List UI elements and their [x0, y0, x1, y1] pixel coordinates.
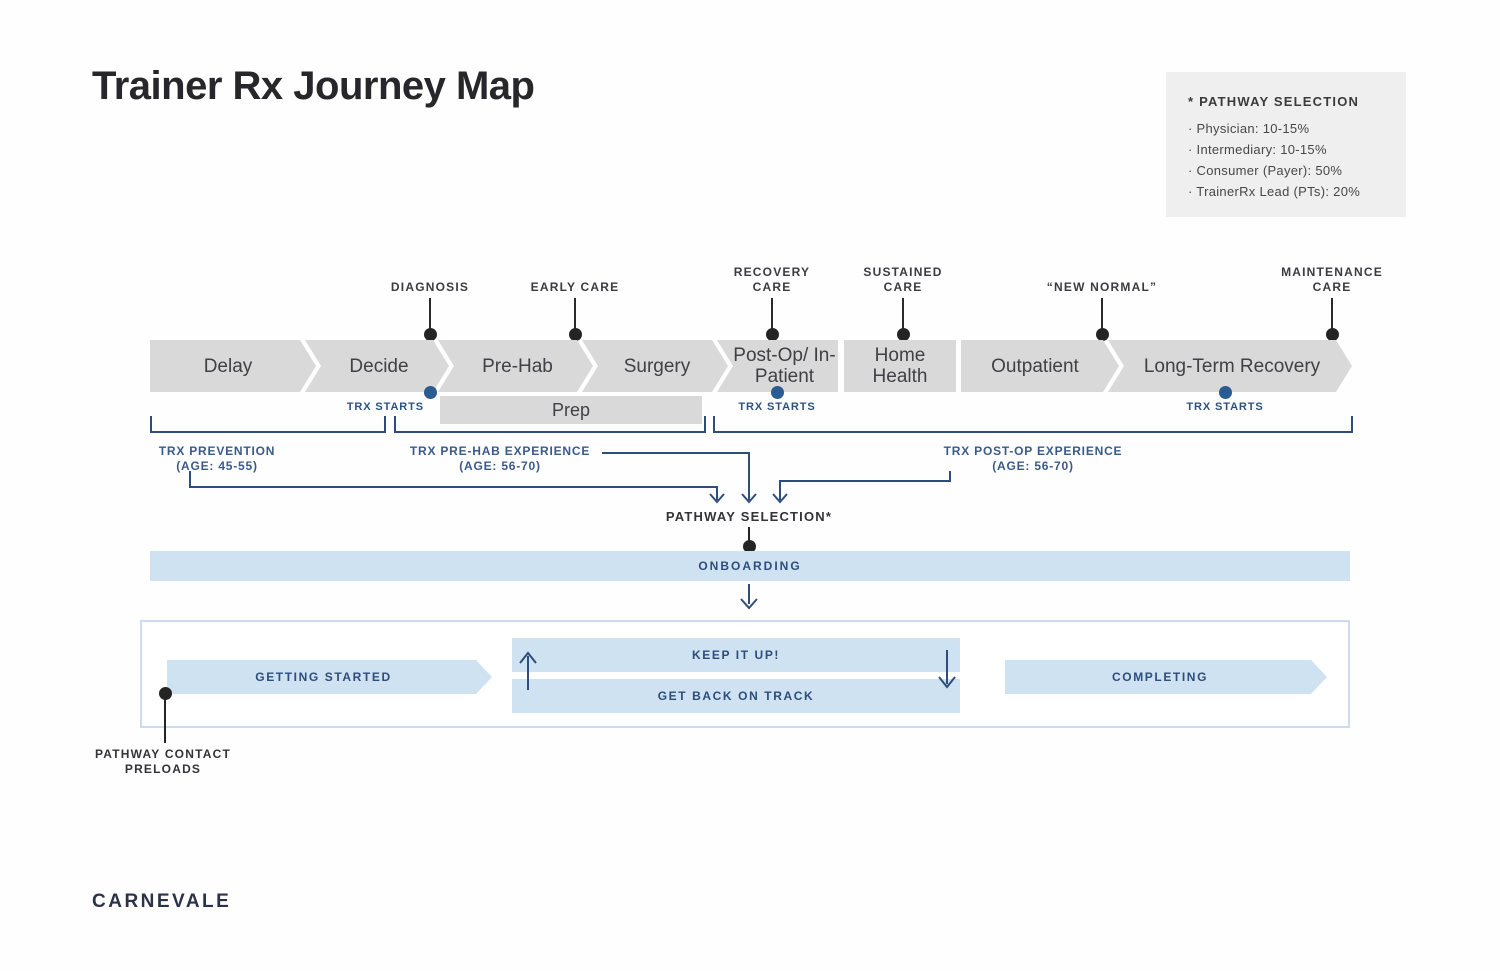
preloads-dot — [159, 687, 172, 700]
preloads-stem — [164, 697, 166, 743]
phase-trx-prevention: TRX PREVENTION (AGE: 45-55) — [117, 444, 317, 474]
callout-stem — [1101, 298, 1103, 330]
callout-new-normal: “NEW NORMAL” — [1022, 256, 1182, 341]
pathway-selection-label: PATHWAY SELECTION* — [665, 509, 833, 524]
callout-stem — [771, 298, 773, 330]
getting-started-arrow: GETTING STARTED — [167, 660, 492, 694]
callout-stem — [1331, 298, 1333, 330]
callout-label: MAINTENANCE CARE — [1281, 265, 1383, 294]
phase-age: (AGE: 56-70) — [992, 459, 1074, 473]
onboarding-bar: ONBOARDING — [150, 551, 1350, 581]
callout-maintenance-care: MAINTENANCE CARE — [1262, 256, 1402, 341]
trx-start-dot — [424, 386, 437, 399]
stage-pre-hab: Pre-Hab — [438, 340, 593, 392]
bracket-trx-post-op — [713, 416, 1353, 433]
pathway-selection-stem — [748, 527, 750, 542]
callout-label: EARLY CARE — [530, 280, 620, 294]
callout-stem — [902, 298, 904, 330]
callout-label: RECOVERY CARE — [733, 265, 811, 294]
stage-outpatient: Outpatient — [961, 340, 1119, 392]
stage-decide: Decide — [305, 340, 449, 392]
callout-dot — [896, 328, 910, 341]
trx-starts-label: TRX STARTS — [1186, 401, 1264, 413]
pathway-selection-legend: * PATHWAY SELECTION · Physician: 10-15% … — [1166, 72, 1406, 217]
phase-name: TRX POST-OP EXPERIENCE — [943, 444, 1123, 458]
callout-recovery-care: RECOVERY CARE — [717, 256, 827, 341]
phase-trx-post-op: TRX POST-OP EXPERIENCE (AGE: 56-70) — [903, 444, 1163, 474]
pathway-selection-dot — [743, 540, 756, 553]
trx-start-dot — [771, 386, 784, 399]
legend-item-physician: · Physician: 10-15% — [1188, 121, 1310, 136]
legend-item-intermediary: · Intermediary: 10-15% — [1188, 142, 1327, 157]
phase-age: (AGE: 56-70) — [459, 459, 541, 473]
carnevale-logo: CARNEVALE — [92, 891, 232, 912]
callout-diagnosis: DIAGNOSIS — [355, 256, 505, 341]
phase-name: TRX PREVENTION — [158, 444, 276, 458]
callout-label: DIAGNOSIS — [390, 280, 470, 294]
down-arrow-icon — [938, 650, 956, 689]
keep-it-up-bar: KEEP IT UP! — [512, 638, 960, 672]
callout-dot — [1325, 328, 1339, 341]
phase-trx-pre-hab: TRX PRE-HAB EXPERIENCE (AGE: 56-70) — [370, 444, 630, 474]
trx-start-dot — [1219, 386, 1232, 399]
callout-stem — [429, 298, 431, 330]
callout-early-care: EARLY CARE — [528, 256, 622, 341]
callout-sustained-care: SUSTAINED CARE — [848, 256, 958, 341]
callout-label: SUSTAINED CARE — [863, 265, 943, 294]
completing-arrow: COMPLETING — [1005, 660, 1327, 694]
preloads-label: PATHWAY CONTACT PRELOADS — [94, 747, 231, 776]
pathway-connector-lines — [189, 452, 951, 504]
up-arrow-icon — [519, 651, 537, 690]
phase-age: (AGE: 45-55) — [176, 459, 258, 473]
callout-dot — [1095, 328, 1109, 341]
trx-starts-label: TRX STARTS — [346, 401, 424, 413]
get-back-on-track-bar: GET BACK ON TRACK — [512, 679, 960, 713]
callout-stem — [574, 298, 576, 330]
phase-name: TRX PRE-HAB EXPERIENCE — [409, 444, 591, 458]
stage-home-health: Home Health — [844, 340, 956, 392]
stage-surgery: Surgery — [582, 340, 728, 392]
stage-post-op-in-patient: Post-Op/ In-Patient — [717, 340, 838, 392]
callout-label: “NEW NORMAL” — [1046, 280, 1158, 294]
bracket-trx-pre-hab — [394, 416, 706, 433]
prep-bar: Prep — [440, 396, 702, 424]
legend-title: * PATHWAY SELECTION — [1188, 94, 1360, 109]
stage-delay: Delay — [150, 340, 316, 392]
legend-item-trainerrx-lead: · TrainerRx Lead (PTs): 20% — [1188, 184, 1361, 199]
bracket-trx-prevention — [150, 416, 386, 433]
callout-dot — [423, 328, 437, 341]
callout-dot — [765, 328, 779, 341]
trx-starts-label: TRX STARTS — [738, 401, 816, 413]
callout-dot — [568, 328, 582, 341]
down-arrow-icon — [740, 584, 758, 610]
legend-item-consumer: · Consumer (Payer): 50% — [1188, 163, 1343, 178]
stage-long-term-recovery: Long-Term Recovery — [1108, 340, 1352, 392]
page-title: Trainer Rx Journey Map — [92, 64, 535, 108]
